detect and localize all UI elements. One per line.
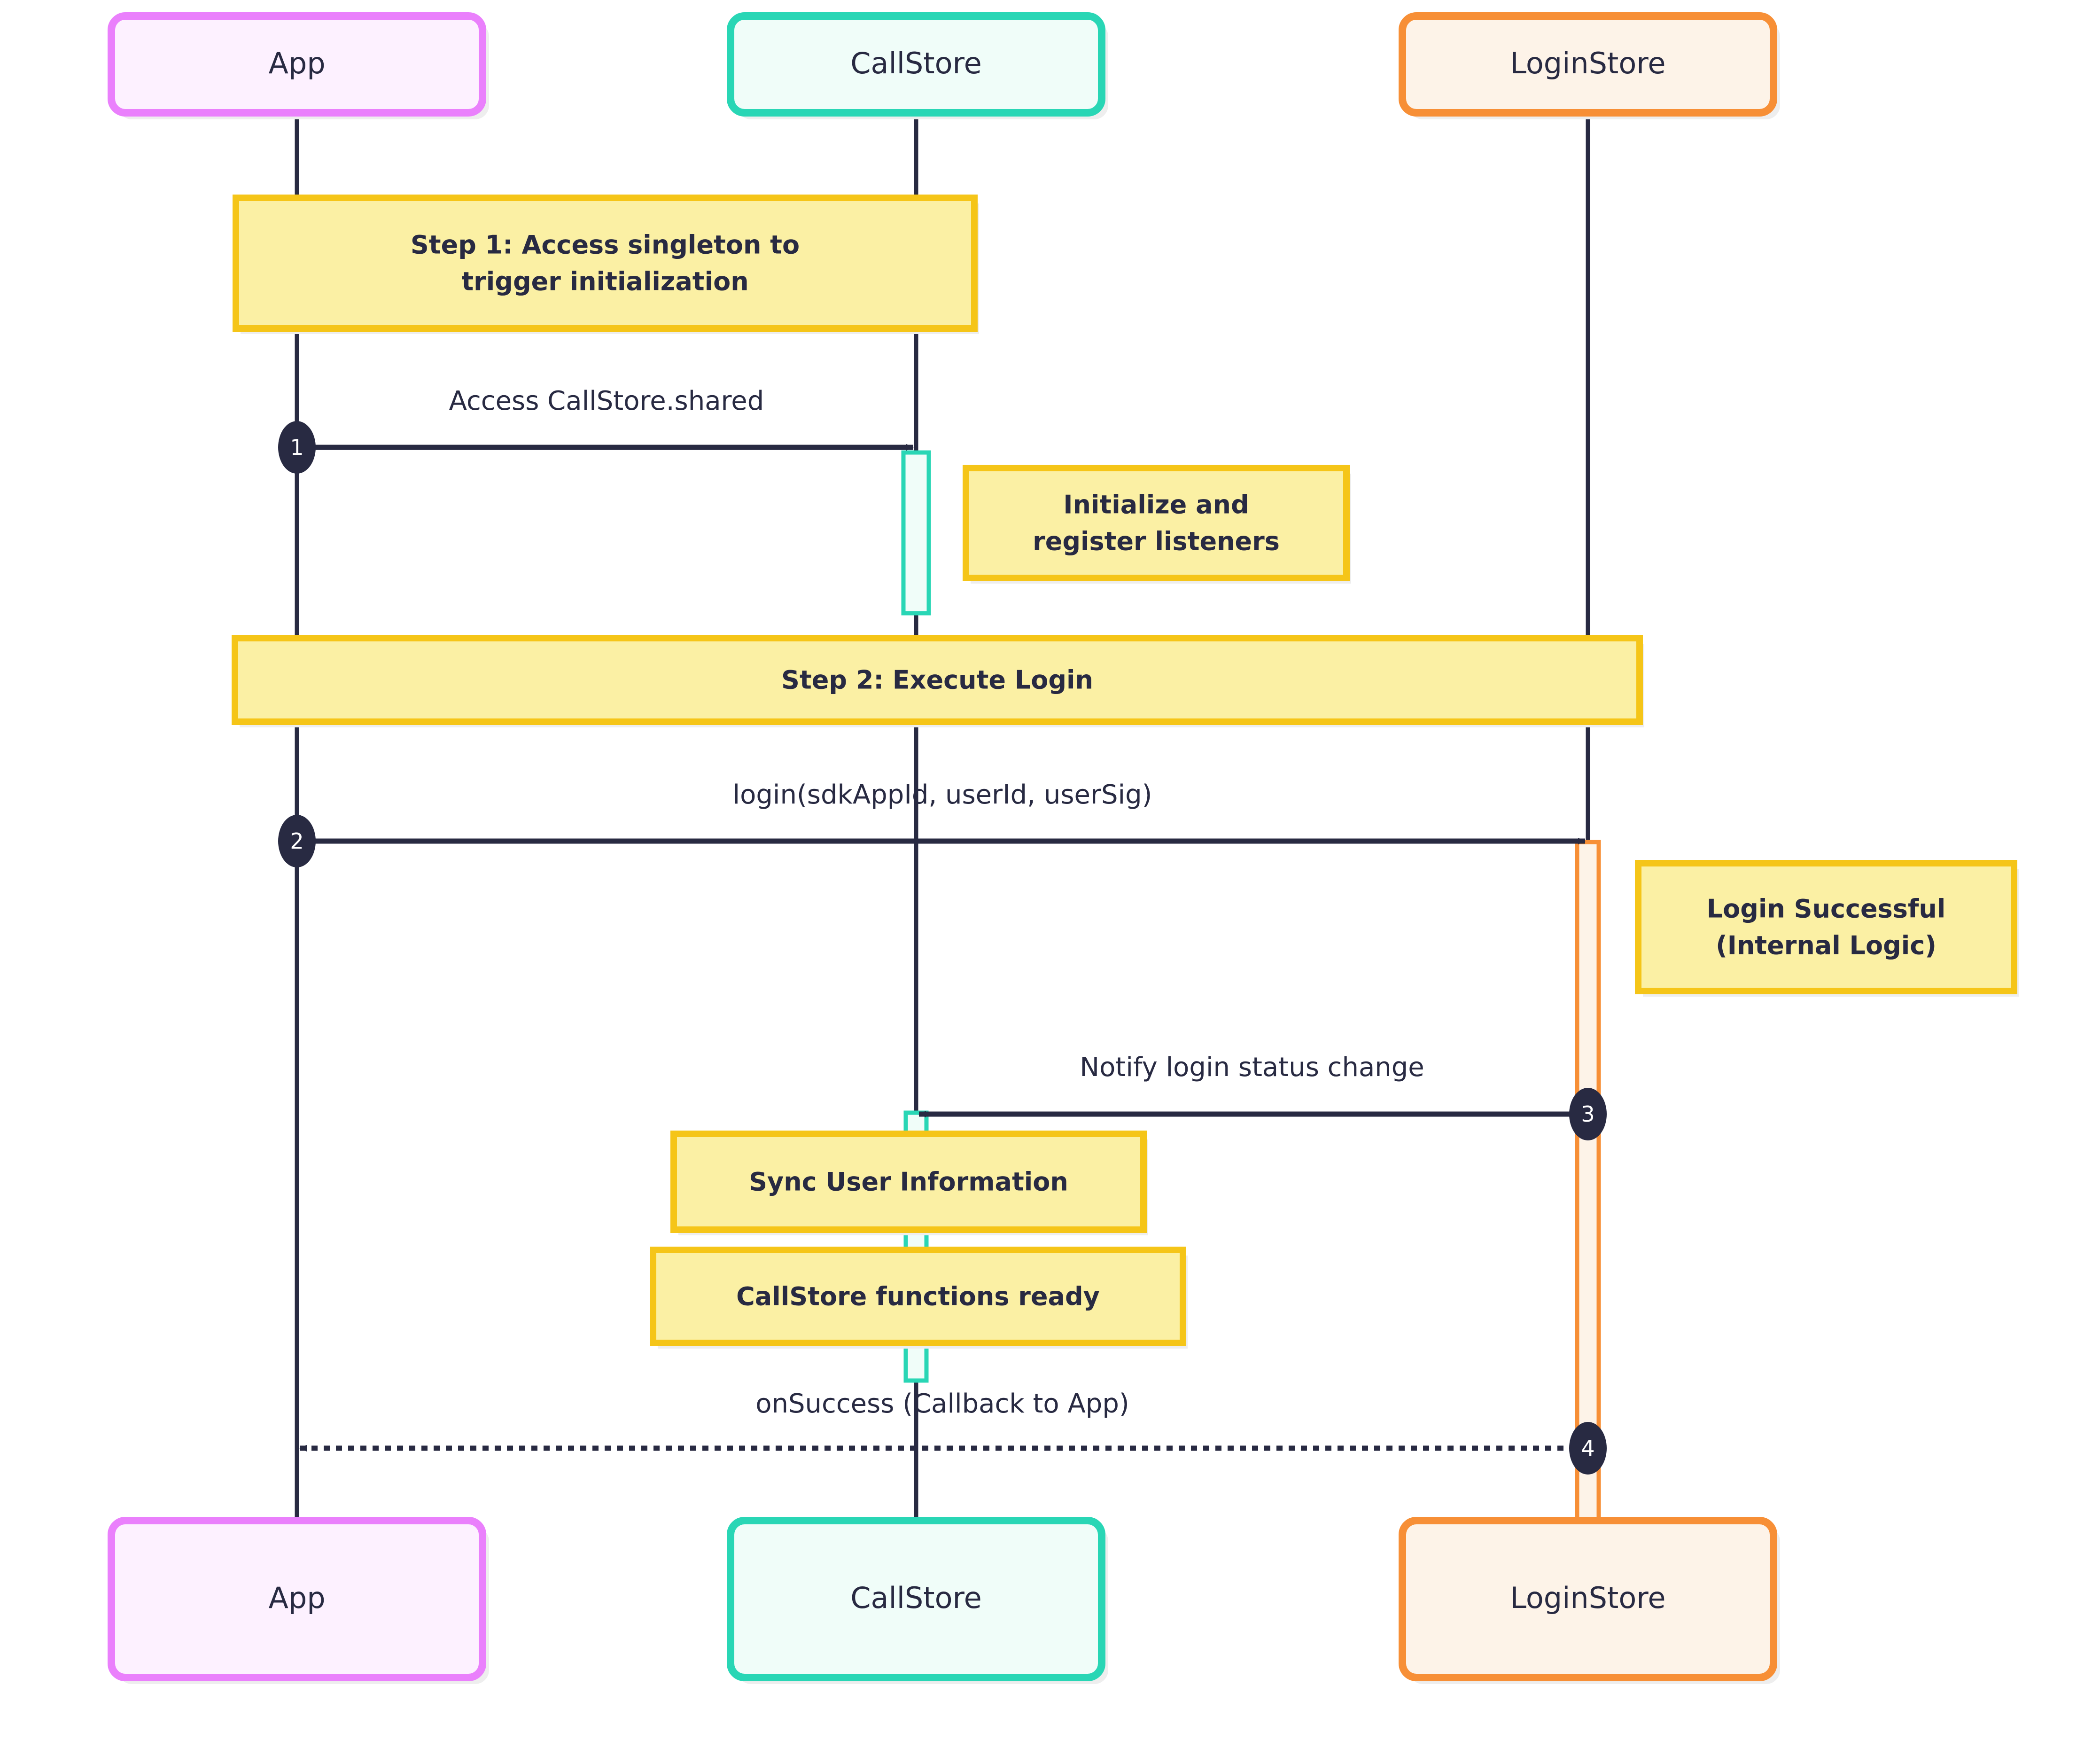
participant-label-app: App xyxy=(268,46,325,80)
note-step-2-label: Step 2: Execute Login xyxy=(781,665,1093,695)
message-2: login(sdkAppId, userId, userSig) 2 xyxy=(278,780,1586,867)
messages-group: Access CallStore.shared 1 login(sdkAppId, … xyxy=(278,386,1607,1475)
participant-box-callstore[interactable] xyxy=(727,1517,1105,1681)
message-label-3: Notify login status change xyxy=(1080,1052,1424,1083)
participant-box-loginstore[interactable] xyxy=(1399,1517,1777,1681)
sequence-number-badge-3 xyxy=(1569,1088,1607,1140)
activations-group xyxy=(901,450,1601,1526)
note-callstore-functions-ready: CallStore functions ready xyxy=(650,1247,1188,1349)
note-login-successful-label: Login Successful(Internal Logic) xyxy=(1707,894,1946,960)
participant-top-loginstore[interactable]: LoginStore xyxy=(1399,12,1780,119)
sequence-number-badge-1 xyxy=(278,421,316,474)
note-login-successful: Login Successful(Internal Logic) xyxy=(1635,860,2019,997)
participant-top-app[interactable]: App xyxy=(108,12,489,119)
participant-box-app[interactable] xyxy=(108,12,486,117)
note-sync-user-information-label: Sync User Information xyxy=(749,1167,1068,1197)
participant-box-app[interactable] xyxy=(108,1517,486,1681)
sequence-number-1: 1 xyxy=(290,435,303,460)
note-step-2-box xyxy=(232,635,1643,725)
note-sync-user-information: Sync User Information xyxy=(670,1131,1148,1235)
message-4: onSuccess (Callback to App) 4 xyxy=(299,1389,1607,1475)
sequence-number-3: 3 xyxy=(1581,1101,1594,1127)
note-callstore-functions-ready-label: CallStore functions ready xyxy=(736,1282,1100,1311)
note-step-1-box xyxy=(233,195,978,332)
participant-top-callstore[interactable]: CallStore xyxy=(727,12,1108,119)
note-sync-user-information-box xyxy=(670,1131,1147,1233)
participant-box-loginstore[interactable] xyxy=(1399,12,1777,117)
participant-label-callstore: CallStore xyxy=(850,1581,982,1615)
participant-bottom-callstore[interactable]: CallStore xyxy=(727,1517,1108,1684)
note-initialize-box xyxy=(963,465,1350,581)
message-label-1: Access CallStore.shared xyxy=(449,386,764,416)
note-step-2: Step 2: Execute Login xyxy=(232,635,1644,727)
participant-box-callstore[interactable] xyxy=(727,12,1105,117)
sequence-number-badge-4 xyxy=(1569,1422,1607,1475)
sequence-number-4: 4 xyxy=(1581,1436,1594,1461)
note-login-successful-box xyxy=(1635,860,2017,994)
participant-boxes-group: AppAppCallStoreCallStoreLoginStoreLoginS… xyxy=(108,12,1780,1684)
activation-bar-loginstore xyxy=(1575,840,1601,1526)
message-label-4: onSuccess (Callback to App) xyxy=(755,1389,1129,1419)
participant-bottom-app[interactable]: App xyxy=(108,1517,489,1684)
message-3: Notify login status change 3 xyxy=(918,1052,1607,1140)
activation-bar-callstore xyxy=(901,450,931,616)
message-label-2: login(sdkAppId, userId, userSig) xyxy=(733,780,1152,810)
participant-bottom-loginstore[interactable]: LoginStore xyxy=(1399,1517,1780,1684)
sequence-number-badge-2 xyxy=(278,815,316,867)
message-1: Access CallStore.shared 1 xyxy=(278,386,914,474)
sequence-number-2: 2 xyxy=(290,828,303,854)
note-callstore-functions-ready-box xyxy=(650,1247,1186,1346)
participant-label-loginstore: LoginStore xyxy=(1510,46,1665,80)
participant-label-callstore: CallStore xyxy=(850,46,982,80)
participant-label-loginstore: LoginStore xyxy=(1510,1581,1665,1615)
participant-label-app: App xyxy=(268,1581,325,1615)
